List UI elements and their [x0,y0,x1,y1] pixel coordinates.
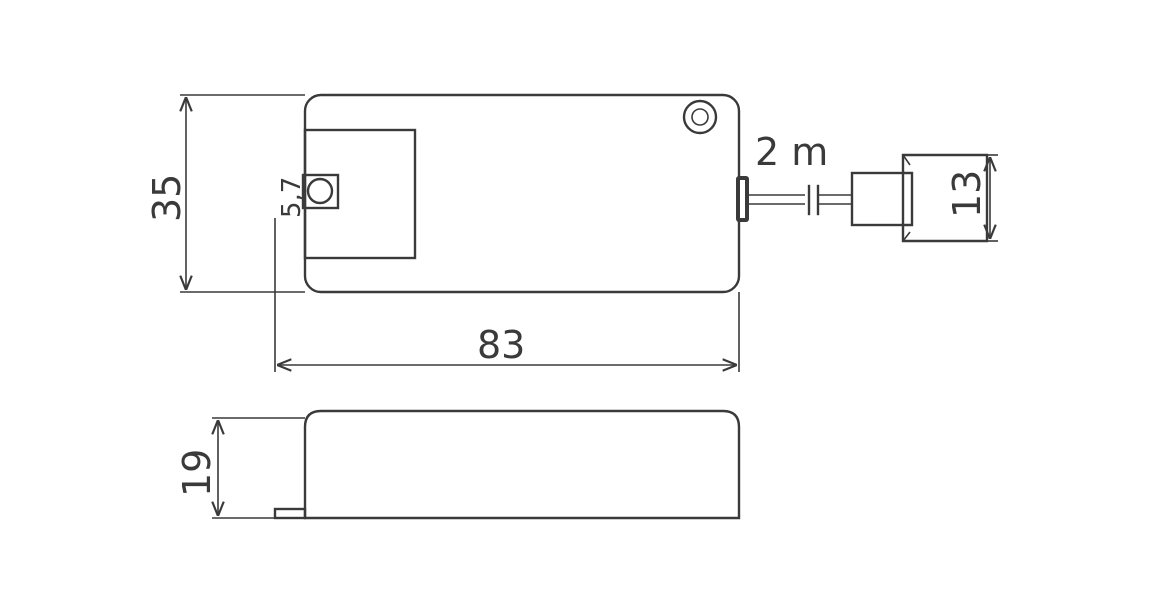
connector-body [850,171,905,227]
screw-inner-icon [691,108,709,126]
hole-diameter-label: 5,7 [277,177,307,218]
terminal-block [303,128,417,260]
screw-outer-icon [682,99,718,135]
side-view: 19 [175,409,741,520]
mounting-square [301,173,340,210]
connector-height-label: 13 [945,170,989,218]
housing-top-outline [303,93,741,294]
height-top-label: 35 [145,174,189,222]
mounting-hole-icon [306,177,334,205]
cable-length-label: 2 m [755,130,828,174]
housing-side-outline [303,409,741,520]
height-side-label: 19 [175,449,219,497]
top-view: 5,7 2 m 13 35 83 [145,93,998,372]
length-label: 83 [477,323,525,367]
mounting-tab [273,507,307,520]
